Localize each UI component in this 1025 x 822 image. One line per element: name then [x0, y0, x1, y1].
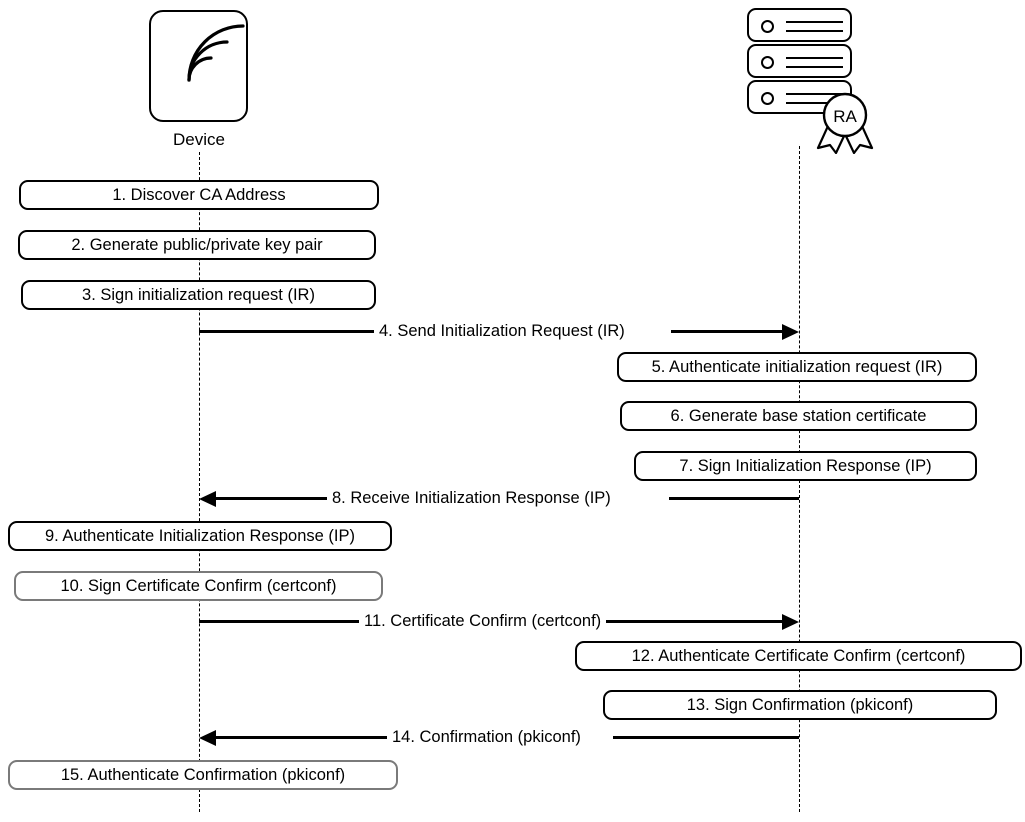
step-box-3: 3. Sign initialization request (IR): [21, 280, 376, 310]
message-11: 11. Certificate Confirm (certconf): [199, 610, 799, 632]
message-line: [606, 620, 783, 623]
message-line: [214, 736, 387, 739]
rack-line-icon: [786, 66, 843, 68]
step-box-15: 15. Authenticate Confirmation (pkiconf): [8, 760, 398, 790]
message-line: [671, 330, 783, 333]
rack-indicator-icon: [761, 92, 774, 105]
step-box-2: 2. Generate public/private key pair: [18, 230, 376, 260]
arrowhead-left-icon: [199, 490, 216, 507]
rack-indicator-icon: [761, 20, 774, 33]
step-box-6: 6. Generate base station certificate: [620, 401, 977, 431]
message-label-8: 8. Receive Initialization Response (IP): [327, 487, 616, 509]
step-box-10: 10. Sign Certificate Confirm (certconf): [14, 571, 383, 601]
step-box-7: 7. Sign Initialization Response (IP): [634, 451, 977, 481]
arrowhead-left-icon: [199, 729, 216, 746]
rack-line-icon: [786, 93, 843, 95]
badge-label: RA: [833, 107, 857, 126]
lifeline-device: [199, 152, 200, 812]
arrowhead-right-icon: [782, 323, 799, 340]
message-label-4: 4. Send Initialization Request (IR): [374, 320, 630, 342]
rack-line-icon: [786, 21, 843, 23]
message-14: 14. Confirmation (pkiconf): [199, 726, 799, 748]
message-line: [214, 497, 327, 500]
rack-line-icon: [786, 102, 843, 104]
rack-line-icon: [786, 57, 843, 59]
message-line: [669, 497, 799, 500]
step-box-1: 1. Discover CA Address: [19, 180, 379, 210]
message-label-14: 14. Confirmation (pkiconf): [387, 726, 586, 748]
wireless-device-icon: [149, 10, 248, 122]
server-rack-unit-1: [747, 8, 852, 42]
step-box-12: 12. Authenticate Certificate Confirm (ce…: [575, 641, 1022, 671]
message-8: 8. Receive Initialization Response (IP): [199, 487, 799, 509]
rack-indicator-icon: [761, 56, 774, 69]
message-line: [199, 330, 374, 333]
message-label-11: 11. Certificate Confirm (certconf): [359, 610, 607, 632]
message-4: 4. Send Initialization Request (IR): [199, 320, 799, 342]
message-line: [613, 736, 799, 739]
message-line: [199, 620, 359, 623]
arrowhead-right-icon: [782, 613, 799, 630]
actor-label-device: Device: [173, 130, 225, 149]
rack-line-icon: [786, 30, 843, 32]
step-box-5: 5. Authenticate initialization request (…: [617, 352, 977, 382]
step-box-9: 9. Authenticate Initialization Response …: [8, 521, 392, 551]
certificate-badge-icon: RA: [812, 92, 878, 154]
server-rack-unit-2: [747, 44, 852, 78]
step-box-13: 13. Sign Confirmation (pkiconf): [603, 690, 997, 720]
